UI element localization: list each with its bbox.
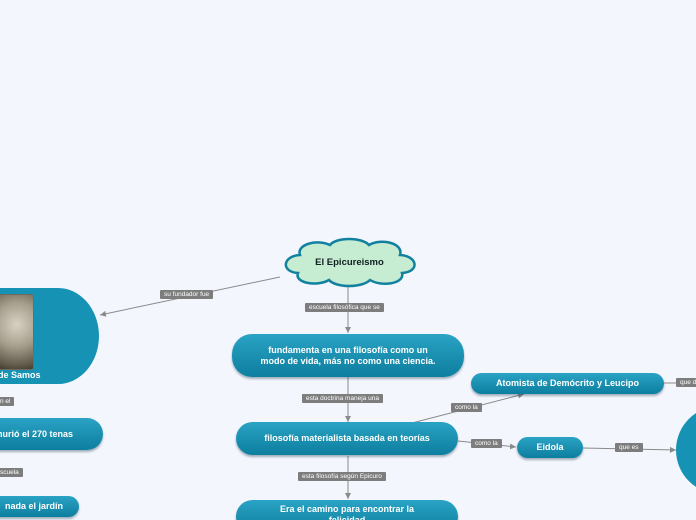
root-node-label[interactable]: El Epicureismo	[315, 256, 384, 268]
node-murio[interactable]: y murió el 270 tenas	[0, 418, 103, 450]
edge-label-en-el: n el	[0, 397, 15, 406]
edge-label-segun: esta filosofía según Epicuro	[298, 472, 386, 481]
edge-label-como-la-1: como la	[451, 403, 482, 412]
edge-label-escuela2: scuela	[0, 468, 23, 477]
node-eidola[interactable]: Eidola	[517, 437, 583, 458]
edge-label-que-es: que es	[615, 443, 643, 452]
edge-label-fundador: su fundador fue	[160, 290, 214, 299]
edge-label-escuela: escuela filosófica que se	[305, 303, 384, 312]
node-fundamenta[interactable]: fundamenta en una filosofía como un modo…	[232, 334, 464, 377]
epicuro-node-label[interactable]: de Samos	[0, 369, 41, 380]
node-jardin[interactable]: nada el jardín	[0, 496, 79, 517]
node-atomista[interactable]: Atomista de Demócrito y Leucipo	[471, 373, 664, 394]
edge-label-que-d: que d	[676, 378, 696, 387]
epicurus-portrait-image	[0, 294, 34, 370]
node-camino[interactable]: Era el camino para encontrar la felicida…	[236, 500, 458, 520]
root-cloud-shape[interactable]	[284, 237, 416, 288]
right-partial-node[interactable]	[676, 406, 696, 494]
node-materialista[interactable]: filosofía materialista basada en teorías	[236, 422, 458, 455]
edge-label-como-la-2: como la	[471, 439, 502, 448]
edge-label-doctrina: esta doctrina maneja una	[302, 394, 383, 403]
